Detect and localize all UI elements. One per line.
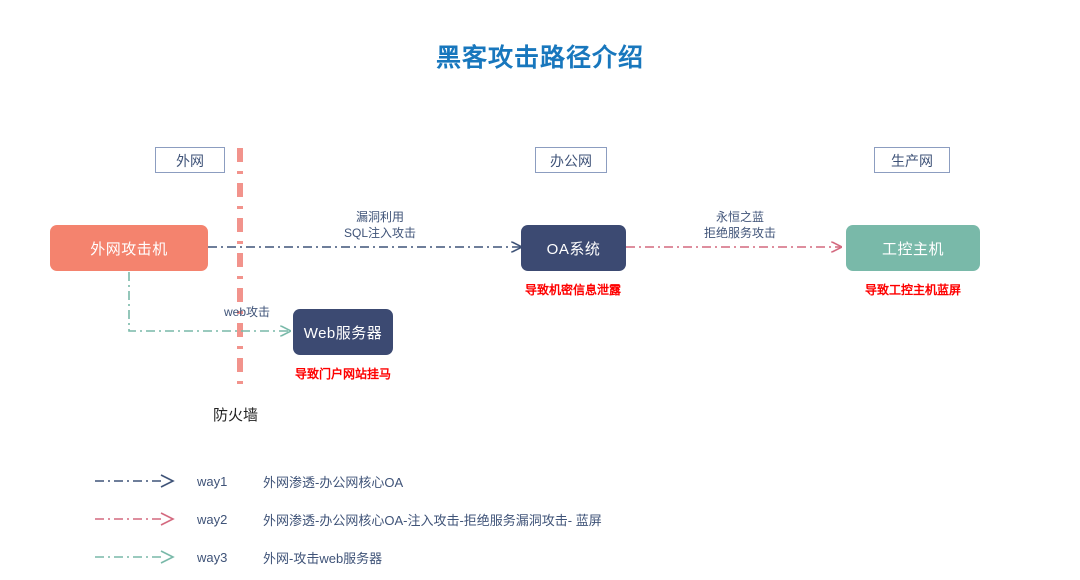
node-attacker-label: 外网攻击机	[90, 240, 168, 258]
firewall-label: 防火墙	[213, 407, 259, 424]
legend-desc-way2: 外网渗透-办公网核心OA-注入攻击-拒绝服务漏洞攻击- 蓝屏	[263, 512, 602, 528]
legend: way1 外网渗透-办公网核心OA way2 外网渗透-办公网核心OA-注入攻击…	[95, 462, 995, 576]
legend-arrow-way2	[95, 512, 175, 526]
node-attacker[interactable]: 外网攻击机	[50, 225, 208, 271]
page-title: 黑客攻击路径介绍	[435, 44, 644, 72]
legend-key-way2: way2	[197, 511, 228, 527]
risk-label-oa: 导致机密信息泄露	[524, 283, 621, 297]
node-oa-system[interactable]: OA系统	[521, 225, 626, 271]
legend-arrow-way1	[95, 474, 175, 488]
risk-label-ics: 导致工控主机蓝屏	[864, 283, 961, 297]
legend-desc-way1: 外网渗透-办公网核心OA	[263, 474, 404, 490]
zone-label-office: 办公网	[535, 147, 607, 173]
node-web-server[interactable]: Web服务器	[293, 309, 393, 355]
legend-row-way2: way2 外网渗透-办公网核心OA-注入攻击-拒绝服务漏洞攻击- 蓝屏	[95, 500, 995, 538]
edge-label-attacker-to-oa: 漏洞利用 SQL注入攻击	[343, 210, 416, 240]
legend-row-way3: way3 外网-攻击web服务器	[95, 538, 995, 576]
node-ics-host-label: 工控主机	[881, 240, 944, 258]
zone-label-production: 生产网	[874, 147, 950, 173]
legend-arrow-way3	[95, 550, 175, 564]
legend-key-way1: way1	[197, 473, 228, 489]
legend-desc-way3: 外网-攻击web服务器	[263, 550, 383, 566]
node-ics-host[interactable]: 工控主机	[846, 225, 980, 271]
legend-key-way3: way3	[197, 549, 228, 565]
legend-row-way1: way1 外网渗透-办公网核心OA	[95, 462, 995, 500]
node-oa-system-label: OA系统	[546, 240, 601, 258]
risk-label-web: 导致门户网站挂马	[294, 367, 391, 381]
path-way3-attacker-to-web	[128, 272, 290, 331]
zone-label-external: 外网	[155, 147, 225, 173]
edge-label-oa-to-ics: 永恒之蓝 拒绝服务攻击	[703, 210, 776, 240]
edge-label-attacker-to-web: web攻击	[224, 305, 271, 319]
node-web-server-label: Web服务器	[303, 324, 383, 342]
